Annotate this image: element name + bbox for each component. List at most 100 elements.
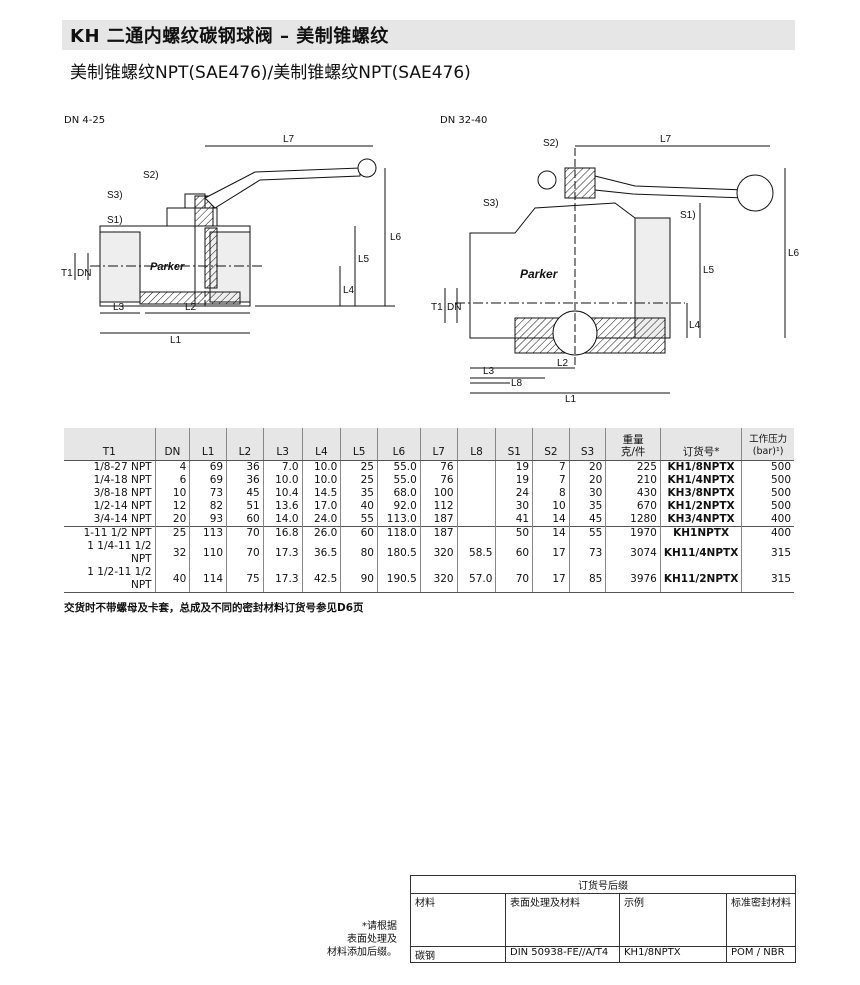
table-cell: 670 — [605, 500, 661, 513]
col-s2: S2 — [532, 428, 570, 461]
table-cell: 500 — [741, 487, 794, 500]
page-title: KH 二通内螺纹碳钢球阀 – 美制锥螺纹 — [70, 26, 389, 47]
table-cell: 1280 — [605, 513, 661, 527]
table-cell: KH11/2NPTX — [659, 566, 742, 593]
suffix-head-surface: 表面处理及材料 — [505, 893, 620, 947]
table-cell: 4 — [154, 460, 190, 474]
table-cell: 114 — [189, 566, 227, 593]
table-cell: 320 — [419, 540, 458, 566]
col-l7: L7 — [419, 428, 458, 461]
table-cell: 82 — [189, 500, 227, 513]
dim-l4: L4 — [343, 285, 355, 296]
table-cell: 17 — [532, 540, 570, 566]
table-cell: 69 — [189, 460, 227, 474]
table-cell: 315 — [741, 540, 794, 566]
col-pressure: 工作压力 (bar)¹) — [741, 428, 794, 461]
table-cell: 69 — [189, 474, 227, 487]
dim-l1: L1 — [170, 335, 182, 343]
table-cell: 400 — [741, 513, 794, 527]
table-cell: 41 — [495, 513, 533, 527]
table-cell: 30 — [495, 500, 533, 513]
col-l4: L4 — [301, 428, 341, 461]
brand-logo-right: Parker — [520, 267, 559, 281]
table-cell: 110 — [189, 540, 227, 566]
valve-drawing-small: L7 L1 L2 L3 L6 L5 L4 T1 DN S2) S3) S1) P… — [61, 134, 402, 343]
table-cell: KH1/2NPTX — [659, 500, 742, 513]
table-cell: 7.0 — [262, 460, 303, 474]
table-cell: 55 — [568, 526, 606, 540]
table-cell: 92.0 — [376, 500, 421, 513]
callout-s3: S3) — [107, 190, 123, 201]
table-cell: 315 — [741, 566, 794, 593]
table-cell: 25 — [154, 526, 190, 540]
table-cell: 40 — [340, 500, 378, 513]
order-suffix-table: 订货号后缀 材料 表面处理及材料 示例 标准密封材料 碳钢 DIN 50938-… — [410, 875, 796, 963]
suffix-footnote: *请根据 表面处理及 材料添加后缀。 — [327, 921, 397, 958]
suffix-val-seal: POM / NBR — [726, 946, 796, 963]
col-dn: DN — [154, 428, 190, 461]
table-cell: KH11/4NPTX — [659, 540, 742, 566]
dim-l3: L3 — [113, 302, 125, 313]
table-cell: 1/4-18 NPT — [93, 474, 152, 486]
table-cell: 76 — [419, 460, 458, 474]
table-cell: 90 — [340, 566, 378, 593]
table-cell — [456, 474, 496, 487]
dim-l7: L7 — [660, 134, 672, 145]
title-bar: KH 二通内螺纹碳钢球阀 – 美制锥螺纹 — [62, 20, 795, 50]
left-drawing-range: DN 4-25 — [64, 115, 106, 126]
dim-dn: DN — [447, 302, 461, 313]
table-cell: 55.0 — [376, 460, 421, 474]
table-cell: 12 — [154, 500, 190, 513]
dim-l1: L1 — [565, 394, 577, 403]
table-cell: KH3/8NPTX — [659, 487, 742, 500]
table-cell: 24.0 — [301, 513, 341, 527]
suffix-head-example: 示例 — [619, 893, 727, 947]
table-cell: 187 — [419, 526, 458, 540]
table-cell: 73 — [189, 487, 227, 500]
table-cell: 17.3 — [262, 566, 303, 593]
dim-l2: L2 — [557, 358, 569, 369]
table-cell: 500 — [741, 500, 794, 513]
table-cell: 70 — [495, 566, 533, 593]
table-cell: 13.6 — [262, 500, 303, 513]
suffix-table-title: 订货号后缀 — [410, 875, 796, 894]
col-l3: L3 — [262, 428, 303, 461]
page-subtitle: 美制锥螺纹NPT(SAE476)/美制锥螺纹NPT(SAE476) — [70, 63, 471, 83]
table-cell: 55 — [340, 513, 378, 527]
table-cell: 25 — [340, 460, 378, 474]
table-cell: 6 — [154, 474, 190, 487]
table-cell: 7 — [532, 460, 570, 474]
table-cell: 32 — [154, 540, 190, 566]
table-cell: KH3/4NPTX — [659, 513, 742, 527]
table-cell: 7 — [532, 474, 570, 487]
table-cell: 180.5 — [376, 540, 421, 566]
dim-l4: L4 — [689, 320, 701, 331]
table-cell: 210 — [605, 474, 661, 487]
table-cell: 118.0 — [376, 526, 421, 540]
table-cell: 45 — [568, 513, 606, 527]
table-cell: 400 — [741, 526, 794, 540]
table-cell: 60 — [340, 526, 378, 540]
brand-logo-left: Parker — [150, 261, 185, 273]
callout-s1: S1) — [107, 215, 123, 226]
table-cell: 57.0 — [456, 566, 496, 593]
callout-s3: S3) — [483, 198, 499, 209]
dim-t1: T1 — [431, 302, 443, 313]
table-cell: 76 — [419, 474, 458, 487]
col-l6: L6 — [376, 428, 421, 461]
col-l2: L2 — [226, 428, 264, 461]
table-cell: 85 — [568, 566, 606, 593]
col-l1: L1 — [189, 428, 227, 461]
table-cell — [456, 487, 496, 500]
table-cell: 35 — [568, 500, 606, 513]
table-cell: 20 — [154, 513, 190, 527]
table-cell: 24 — [495, 487, 533, 500]
table-cell: 3074 — [605, 540, 661, 566]
table-cell: 20 — [568, 474, 606, 487]
dim-l8: L8 — [511, 378, 523, 389]
table-cell: 19 — [495, 460, 533, 474]
table-cell: 100 — [419, 487, 458, 500]
table-cell: 500 — [741, 474, 794, 487]
